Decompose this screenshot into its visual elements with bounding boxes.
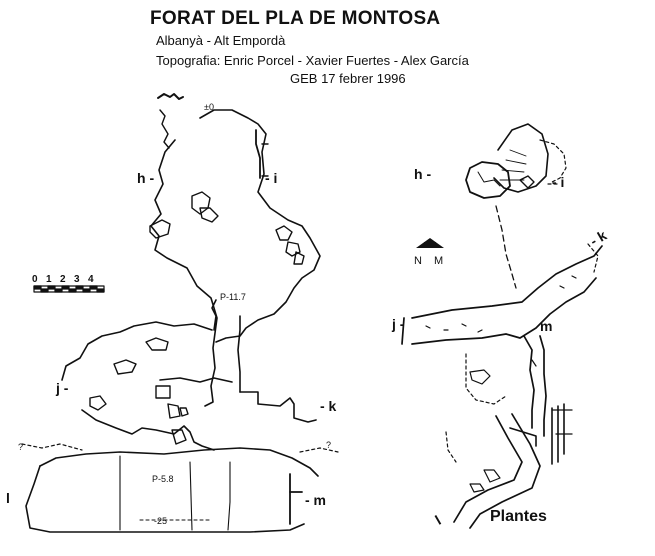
depth-unknown-left: ? [18,442,24,452]
plan-title: Plantes [490,508,547,525]
section-label-i: - i [265,170,278,186]
scale-tick-4: 4 [88,274,94,285]
depth-unknown-right: ? [326,440,332,450]
location-subtitle: Albanyà - Alt Empordà [156,33,286,48]
north-arrow-icon [416,238,444,248]
section-label-k: - k [320,398,337,414]
section-profile [21,93,339,533]
section-label-h: h - [137,170,155,186]
plan-label-j: j - [392,316,405,332]
scale-bar [33,285,105,293]
scale-tick-0: 0 [32,274,38,285]
survey-date: GEB 17 febrer 1996 [290,71,406,86]
page-title: FORAT DEL PLA DE MONTOSA [150,8,441,29]
north-label-n: N [414,255,422,267]
topography-credits: Topografia: Enric Porcel - Xavier Fuerte… [156,53,469,68]
plan-view [401,123,603,529]
plan-label-i: - i [552,174,565,190]
depth-25: -25 [154,516,168,526]
depth-p5: P-5.8 [152,474,174,484]
section-blocks [89,191,305,445]
scale-tick-3: 3 [74,274,80,285]
section-label-m: - m [305,492,326,508]
section-label-j: j - [56,380,69,396]
north-label-m: M [434,255,444,267]
section-label-l: l [6,490,10,506]
depth-entrance: ±0 [204,102,214,112]
scale-tick-1: 1 [46,274,52,285]
depth-p11: P-11.7 [220,292,246,302]
plan-label-m: m [540,318,553,334]
plan-label-h: h - [414,166,432,182]
scale-tick-2: 2 [60,274,66,285]
